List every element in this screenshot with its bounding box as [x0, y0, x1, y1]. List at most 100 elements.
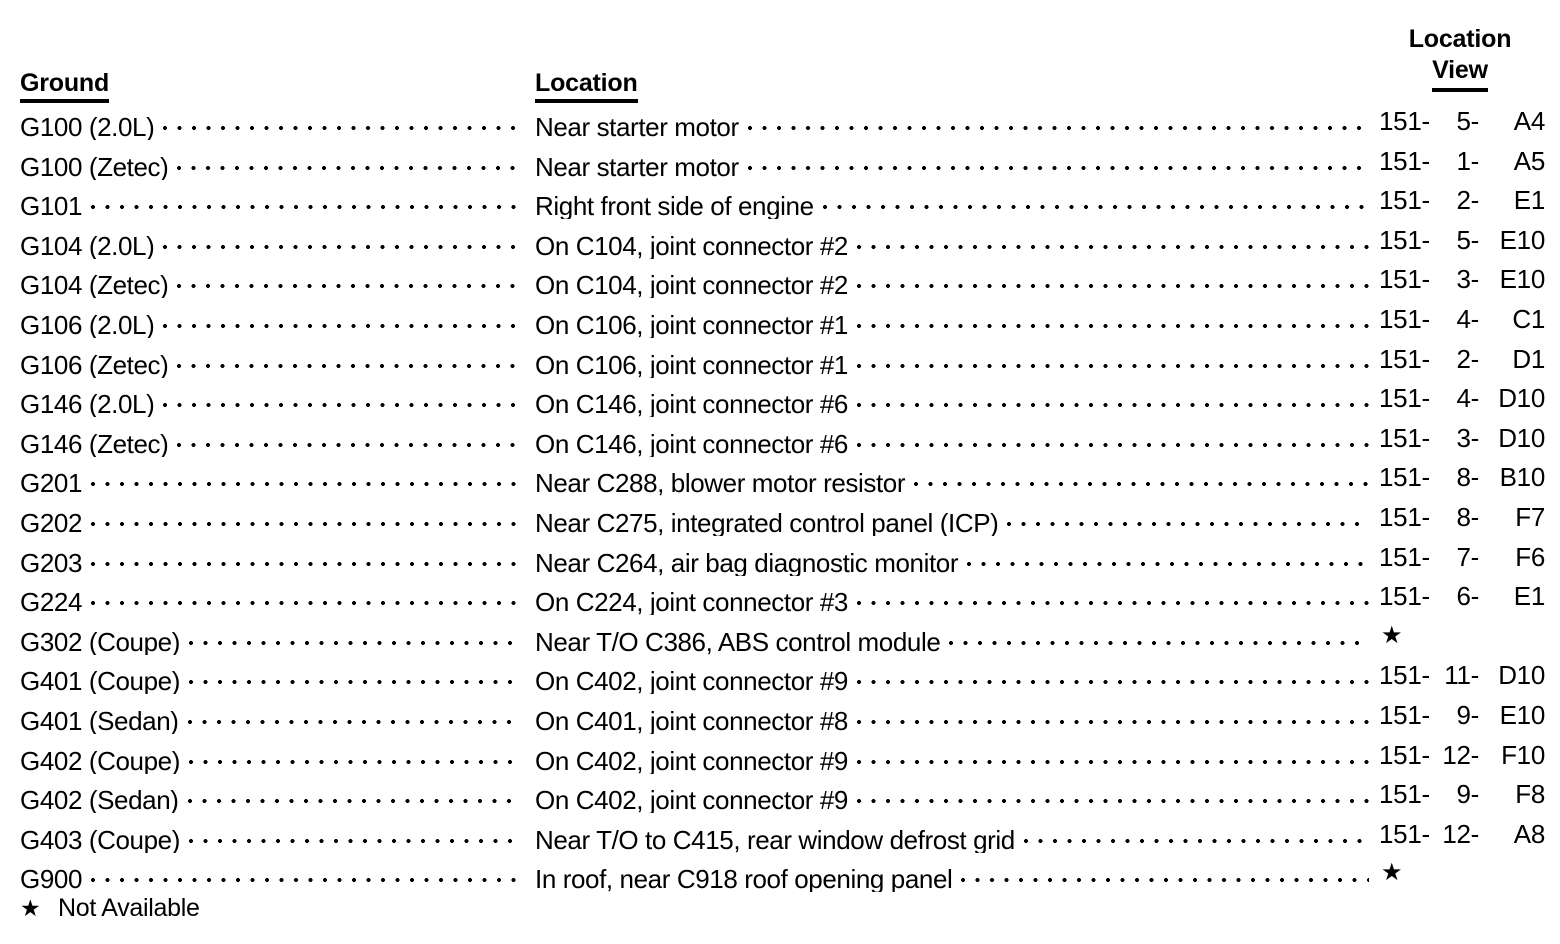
location-view-page: 151-: [1379, 106, 1430, 136]
dot-leader: [949, 621, 1369, 651]
location-view-page: 151-: [1379, 145, 1430, 176]
location-view-grid: C1: [1512, 303, 1545, 334]
dot-leader: [91, 462, 519, 492]
ground-cell: G402 (Coupe): [20, 740, 525, 774]
location-label: On C146, joint connector #6: [535, 389, 848, 418]
ground-label: G302 (Coupe): [20, 626, 180, 655]
location-view-sheet: 6-: [1456, 581, 1479, 612]
location-cell: On C224, joint connector #3: [535, 581, 1375, 615]
dot-leader: [914, 462, 1369, 492]
location-view-grid: A8: [1513, 818, 1546, 849]
location-label: Near C288, blower motor resistor: [535, 468, 906, 497]
location-view-grid: D1: [1512, 343, 1545, 374]
ground-label: G401 (Sedan): [20, 705, 179, 734]
location-view-page: 151-: [1379, 343, 1430, 374]
location-view-cell: 151-1-A5: [1375, 146, 1545, 180]
location-view-grid: D10: [1498, 383, 1545, 414]
location-view-sheet: 5-: [1456, 224, 1479, 255]
ground-label: G101: [20, 191, 83, 220]
location-view-page: 151-: [1379, 779, 1430, 810]
location-cell: In roof, near C918 roof opening panel: [535, 858, 1375, 892]
location-cell: On C104, joint connector #2: [535, 264, 1375, 298]
dot-leader: [91, 542, 519, 572]
dot-leader: [91, 502, 519, 532]
table-row: G403 (Coupe)Near T/O to C415, rear windo…: [0, 817, 1560, 857]
ground-cell: G224: [20, 581, 525, 615]
column-header-location-view-line1: Location: [1408, 25, 1512, 53]
location-view-sheet: 9-: [1456, 779, 1479, 810]
location-cell: Near starter motor: [535, 146, 1375, 180]
location-cell: Near C264, air bag diagnostic monitor: [535, 542, 1375, 576]
location-view-cell: ★: [1375, 858, 1545, 892]
dot-leader: [163, 383, 519, 413]
ground-label: G401 (Coupe): [20, 666, 180, 695]
dot-leader: [177, 344, 519, 374]
ground-label: G104 (Zetec): [20, 270, 169, 299]
star-icon: ★: [1381, 621, 1403, 649]
location-view-cell: ★: [1375, 621, 1545, 655]
location-cell: On C402, joint connector #9: [535, 660, 1375, 694]
column-header-location: Location: [535, 71, 638, 103]
dot-leader: [1007, 502, 1369, 532]
location-view-sheet: 4-: [1456, 303, 1479, 334]
ground-label: G106 (Zetec): [20, 349, 169, 378]
location-view-sheet: 8-: [1456, 501, 1479, 532]
location-view-grid: E10: [1499, 699, 1546, 730]
star-icon: ★: [1381, 859, 1403, 887]
location-view-grid: D10: [1498, 660, 1545, 691]
location-label: Near T/O to C415, rear window defrost gr…: [535, 824, 1015, 853]
location-cell: On C402, joint connector #9: [535, 779, 1375, 813]
dot-leader: [856, 423, 1369, 453]
location-view-sheet: 3-: [1456, 422, 1479, 453]
ground-cell: G401 (Sedan): [20, 700, 525, 734]
ground-cell: G203: [20, 542, 525, 576]
ground-cell: G146 (2.0L): [20, 383, 525, 417]
location-view-cell: 151-7-F6: [1375, 542, 1545, 576]
location-view-cell: 151-12-A8: [1375, 819, 1545, 853]
location-view-cell: 151-3-E10: [1375, 264, 1545, 298]
footnote: ★Not Available: [20, 893, 200, 923]
location-cell: On C106, joint connector #1: [535, 344, 1375, 378]
location-label: Near starter motor: [535, 151, 739, 180]
location-view-cell: 151-2-D1: [1375, 344, 1545, 378]
column-header-location-view-line2: View: [1432, 55, 1488, 92]
location-view-cell: 151-8-B10: [1375, 462, 1545, 496]
location-view-page: 151-: [1379, 422, 1430, 453]
location-view-grid: F7: [1515, 501, 1545, 532]
location-label: Near starter motor: [535, 112, 739, 140]
location-view-page: 151-: [1379, 541, 1430, 572]
dot-leader: [1023, 819, 1369, 849]
column-header-location-view: Location View: [1370, 24, 1550, 92]
location-label: On C402, joint connector #9: [535, 785, 848, 814]
location-label: On C401, joint connector #8: [535, 705, 848, 734]
location-label: On C224, joint connector #3: [535, 587, 848, 616]
location-cell: Near C288, blower motor resistor: [535, 462, 1375, 496]
location-view-grid: D10: [1498, 422, 1545, 453]
dot-leader: [188, 740, 519, 770]
ground-label: G900: [20, 864, 83, 893]
location-view-page: 151-: [1379, 739, 1430, 770]
ground-cell: G104 (2.0L): [20, 225, 525, 259]
location-view-cell: 151- 3- D10: [1375, 423, 1545, 457]
location-label: On C106, joint connector #1: [535, 349, 848, 378]
location-view-grid: F8: [1515, 779, 1545, 810]
dot-leader: [91, 858, 519, 888]
ground-cell: G100 (Zetec): [20, 146, 525, 180]
location-view-sheet: 12-: [1442, 739, 1479, 770]
location-cell: On C146, joint connector #6: [535, 423, 1375, 457]
dot-leader: [177, 146, 519, 176]
location-label: Near C275, integrated control panel (ICP…: [535, 507, 999, 536]
ground-label: G202: [20, 507, 83, 536]
dot-leader: [856, 304, 1369, 334]
location-view-page: 151-: [1379, 383, 1430, 414]
location-view-page: 151-: [1379, 224, 1430, 255]
